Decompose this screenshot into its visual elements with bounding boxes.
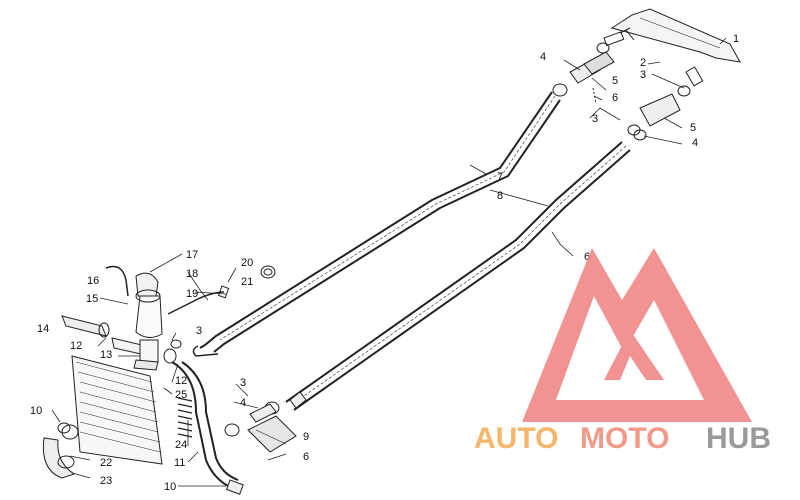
callout-17: 17 <box>186 249 198 261</box>
callout-labels: 1 2 3 3 3 3 4 4 4 4 5 5 6 6 6 7 8 9 10 1… <box>30 33 739 493</box>
callout-8: 8 <box>497 190 503 202</box>
callout-3: 3 <box>196 325 202 337</box>
callout-10: 10 <box>30 405 42 417</box>
callout-3: 3 <box>240 377 246 389</box>
spring <box>177 397 193 438</box>
watermark-moto: MOTO <box>580 422 669 455</box>
callout-20: 20 <box>241 257 253 269</box>
logo-triangle-shape <box>522 248 752 422</box>
callout-3: 3 <box>592 113 598 125</box>
callout-13: 13 <box>100 349 112 361</box>
callout-16: 16 <box>87 275 99 287</box>
return-hose <box>171 361 244 495</box>
coolant-bottle <box>105 265 276 338</box>
callout-2: 2 <box>640 57 646 69</box>
front-heat-exchanger <box>610 8 741 63</box>
watermark-text: AUTO MOTO HUB <box>474 422 771 455</box>
callout-4: 4 <box>540 51 546 63</box>
callout-3: 3 <box>640 69 646 81</box>
upper-cooling-tube <box>192 91 561 357</box>
callout-4: 4 <box>240 397 246 409</box>
callout-5: 5 <box>690 122 696 134</box>
logo-inner-shape <box>604 330 664 380</box>
callout-19: 19 <box>186 288 198 300</box>
callout-1: 1 <box>733 33 739 45</box>
callout-18: 18 <box>186 268 198 280</box>
callout-6: 6 <box>303 451 309 463</box>
callout-25: 25 <box>175 389 187 401</box>
callout-12: 12 <box>70 340 82 352</box>
watermark-hub: HUB <box>706 422 771 455</box>
callout-4: 4 <box>692 137 698 149</box>
callout-23: 23 <box>100 475 112 487</box>
callout-21: 21 <box>241 276 253 288</box>
watermark-auto: AUTO <box>474 422 558 455</box>
callout-6: 6 <box>584 251 590 263</box>
upper-fittings <box>552 31 704 141</box>
lower-hose <box>42 422 76 479</box>
callout-7: 7 <box>497 171 503 183</box>
callout-9: 9 <box>303 431 309 443</box>
callout-24: 24 <box>175 439 187 451</box>
lower-fittings <box>224 401 297 453</box>
callout-10: 10 <box>164 481 176 493</box>
callout-12: 12 <box>175 375 187 387</box>
radiator-core <box>61 355 163 465</box>
callout-22: 22 <box>100 457 112 469</box>
callout-15: 15 <box>86 293 98 305</box>
filler-neck-hoses <box>61 315 182 371</box>
callout-5: 5 <box>612 75 618 87</box>
lower-cooling-tube <box>285 141 631 411</box>
callout-11: 11 <box>174 457 185 469</box>
callout-6: 6 <box>612 92 618 104</box>
callout-14: 14 <box>37 323 49 335</box>
watermark-logo <box>522 248 752 422</box>
